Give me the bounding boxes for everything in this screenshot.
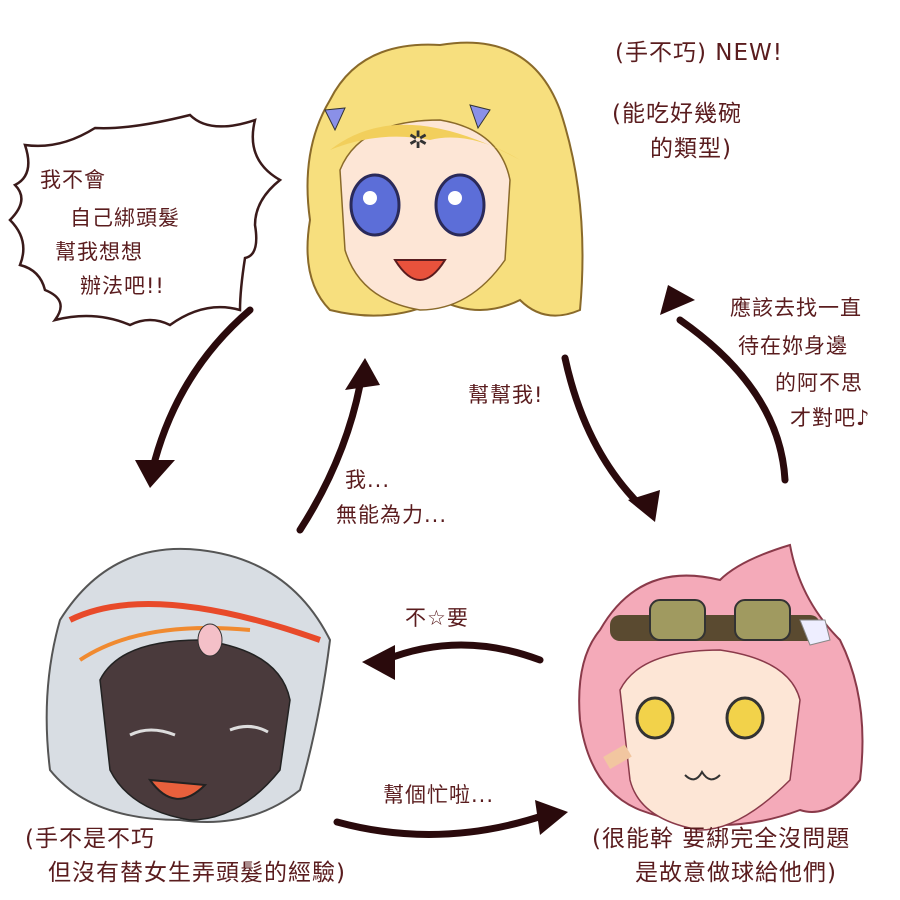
arrowhead-icon	[535, 800, 568, 835]
speech-line-3: 幫我想想	[55, 240, 143, 264]
blonde-note-line-1: (手不巧) NEW!	[615, 40, 783, 66]
forehead-mark-icon: ✲	[408, 126, 428, 154]
arrow-dark-to-pink	[333, 811, 549, 838]
blonde-note-line-3: 的類型)	[650, 136, 732, 162]
speech-line-4: 辦法吧!!	[80, 274, 165, 298]
label-powerless: 無能為力...	[336, 503, 448, 527]
blonde-character: ✲	[306, 41, 584, 317]
dark-elf-character	[45, 547, 332, 823]
right-note-line-1: 應該去找一直	[730, 296, 862, 320]
label-do-a-favor: 幫個忙啦...	[383, 783, 495, 807]
label-no-way: 不☆要	[405, 606, 469, 630]
arrowhead-icon	[660, 285, 695, 315]
dark-note-line-1: (手不是不巧	[25, 826, 155, 852]
pink-note-line-1: (很能幹 要綁完全沒問題	[592, 826, 851, 852]
speech-burst	[8, 113, 283, 327]
arrow-pink-to-blonde	[676, 316, 789, 484]
arrowhead-icon	[628, 490, 660, 522]
pink-note-line-2: 是故意做球給他們)	[635, 860, 837, 886]
label-me: 我...	[345, 468, 391, 492]
arrow-blonde-to-dark	[151, 306, 254, 464]
right-note-line-4: 才對吧♪	[790, 406, 871, 430]
arrowhead-icon	[362, 645, 395, 680]
arrow-dark-to-blonde	[296, 381, 364, 534]
right-note-line-2: 待在妳身邊	[738, 334, 848, 358]
arrow-blonde-to-pink	[561, 354, 644, 509]
pink-character	[578, 543, 864, 831]
dark-note-line-2: 但沒有替女生弄頭髮的經驗)	[48, 860, 346, 886]
blonde-note-line-2: (能吃好幾碗	[612, 101, 742, 127]
arrowhead-icon	[345, 358, 380, 390]
arrowhead-icon	[135, 460, 175, 488]
right-note-line-3: 的阿不思	[775, 371, 863, 395]
speech-line-1: 我不會	[40, 168, 106, 192]
speech-line-2: 自己綁頭髮	[70, 206, 180, 230]
label-help-me: 幫幫我!	[468, 383, 544, 407]
arrow-pink-to-dark	[381, 641, 544, 664]
